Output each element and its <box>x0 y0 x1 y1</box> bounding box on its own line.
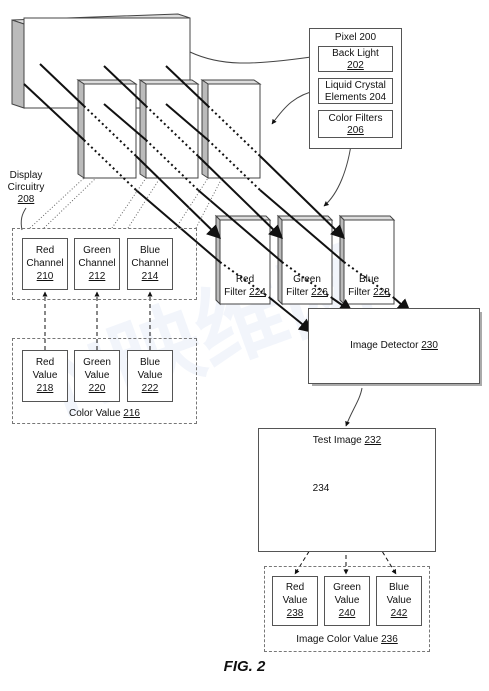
display-circuitry-container <box>12 228 197 300</box>
color-filters-label: Color Filters <box>328 113 383 124</box>
blue-filter-line2: Filter 228 <box>344 287 394 299</box>
blue-channel-line1: Blue <box>139 245 160 256</box>
blue-filter-line1: Blue <box>358 274 379 285</box>
image-detector-label: Image Detector <box>350 340 422 351</box>
color-filters-number: 206 <box>347 125 364 136</box>
image-red-value-number: 238 <box>286 608 304 619</box>
liquid-crystal-block-green <box>138 79 200 179</box>
red-filter-number: 224 <box>249 287 266 298</box>
image-color-value-container <box>264 566 430 652</box>
image-color-value-label: Image Color Value <box>296 634 382 645</box>
red-value-line2: Value <box>32 370 58 381</box>
liquid-crystal-block-red <box>76 79 138 179</box>
image-blue-value-number: 242 <box>390 608 408 619</box>
liquid-crystal-legend-box: Liquid Crystal Elements 204 <box>318 78 393 104</box>
liquid-crystal-label-line1: Liquid Crystal <box>325 80 386 91</box>
test-image-point-label: 234 <box>312 483 330 494</box>
red-channel-line1: Red <box>35 245 55 256</box>
image-blue-value-line2: Value <box>386 595 412 606</box>
image-blue-value-line1: Blue <box>388 582 409 593</box>
color-value-label: Color Value <box>69 408 124 419</box>
image-green-value-number: 240 <box>338 608 356 619</box>
red-value-box: Red Value 218 <box>22 350 68 402</box>
green-value-number: 220 <box>88 383 106 394</box>
blue-channel-line2: Channel <box>131 258 169 269</box>
blue-value-line1: Blue <box>139 357 160 368</box>
channel-connectors <box>29 177 223 229</box>
backlight-callout <box>189 51 319 64</box>
green-filter-number: 226 <box>311 287 328 298</box>
color-value-caption: Color Value 216 <box>12 408 197 420</box>
display-circuitry-number: 208 <box>17 194 35 205</box>
image-green-value-line2: Value <box>334 595 360 606</box>
blue-channel-box: Blue Channel 214 <box>127 238 173 290</box>
figure-caption: FIG. 2 <box>223 658 266 675</box>
image-detector-caption: Image Detector 230 <box>309 340 479 352</box>
image-red-value-line1: Red <box>285 582 305 593</box>
pixel-title: Pixel 200 <box>334 32 377 43</box>
image-blue-value-box: Blue Value 242 <box>376 576 422 626</box>
image-red-value-box: Red Value 238 <box>272 576 318 626</box>
blue-channel-number: 214 <box>141 271 159 282</box>
blue-filter-number: 228 <box>373 287 390 298</box>
blue-filter-word: Filter <box>348 287 374 298</box>
image-color-value-number: 236 <box>381 634 398 645</box>
color-value-number: 216 <box>123 408 140 419</box>
liquid-crystal-block-blue <box>200 79 262 179</box>
detector-to-test-image-arrow <box>345 387 363 427</box>
liquid-crystal-label-line2: Elements 204 <box>324 92 387 103</box>
image-red-value-line2: Value <box>282 595 308 606</box>
display-circuitry-line1: Display <box>9 170 43 181</box>
color-filters-legend-box: Color Filters 206 <box>318 110 393 138</box>
image-color-value-caption: Image Color Value 236 <box>264 634 430 646</box>
backlight-legend-box: Back Light 202 <box>318 46 393 72</box>
image-detector-number: 230 <box>421 340 438 351</box>
value-to-channel-arrows <box>42 291 153 350</box>
green-filter-word: Filter <box>286 287 312 298</box>
green-value-box: Green Value 220 <box>74 350 120 402</box>
test-image-caption: Test Image 232 <box>259 435 435 447</box>
green-value-line1: Green <box>83 357 111 368</box>
red-channel-line2: Channel <box>26 258 64 269</box>
test-image-box: Test Image 232 <box>258 428 436 552</box>
backlight-number: 202 <box>347 60 364 71</box>
image-green-value-line1: Green <box>333 582 361 593</box>
green-filter-line1: Green <box>293 274 321 285</box>
display-circuitry-callout <box>20 207 27 231</box>
green-value-line2: Value <box>84 370 110 381</box>
red-value-number: 218 <box>36 383 54 394</box>
red-channel-number: 210 <box>36 271 54 282</box>
green-channel-box: Green Channel 212 <box>74 238 120 290</box>
blue-value-number: 222 <box>141 383 159 394</box>
green-channel-line1: Green <box>83 245 111 256</box>
green-filter-line2: Filter 226 <box>282 287 332 299</box>
red-filter-word: Filter <box>224 287 250 298</box>
red-filter-line1: Red <box>235 274 255 285</box>
green-channel-line2: Channel <box>78 258 116 269</box>
green-channel-number: 212 <box>88 271 106 282</box>
test-image-number: 232 <box>364 435 382 446</box>
image-green-value-box: Green Value 240 <box>324 576 370 626</box>
red-channel-box: Red Channel 210 <box>22 238 68 290</box>
red-filter-line2: Filter 224 <box>220 287 270 299</box>
light-beams <box>23 63 412 333</box>
display-circuitry-line2: Circuitry <box>7 182 45 193</box>
blue-value-line2: Value <box>137 370 163 381</box>
red-value-line1: Red <box>35 357 55 368</box>
backlight-label: Back Light <box>332 48 379 59</box>
blue-value-box: Blue Value 222 <box>127 350 173 402</box>
image-detector-box: Image Detector 230 <box>308 308 480 384</box>
color-value-container <box>12 338 197 424</box>
test-image-label: Test Image <box>312 435 365 446</box>
